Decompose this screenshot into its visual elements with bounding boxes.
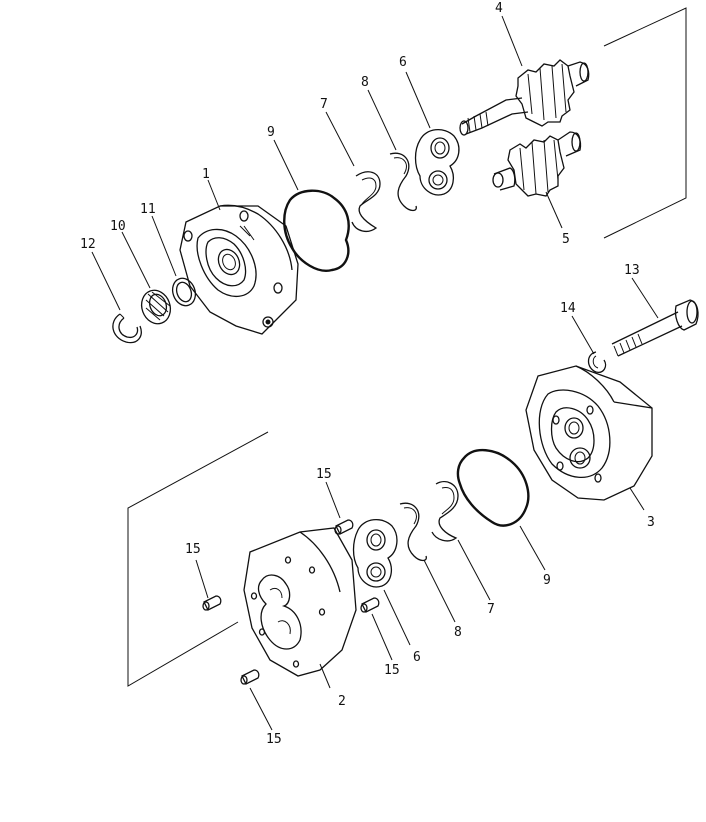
- callout-11: 11: [140, 202, 156, 217]
- callout-9-lower: 9: [543, 573, 551, 588]
- backup-ring-7-upper: [351, 171, 381, 233]
- callout-4: 4: [495, 1, 503, 16]
- callout-15-c: 15: [384, 663, 400, 678]
- callout-15-b: 15: [185, 542, 201, 557]
- leader-lines: [91, 15, 659, 731]
- backup-ring-7-lower: [431, 481, 459, 542]
- callout-5: 5: [562, 232, 570, 247]
- drive-gear-4: [459, 59, 590, 136]
- callout-12: 12: [80, 237, 96, 252]
- upper-bracket: [603, 7, 687, 239]
- callout-15-a: 15: [316, 467, 332, 482]
- ring-11: [171, 277, 197, 307]
- gear-housing-2: [243, 527, 357, 677]
- callout-7-lower: 7: [487, 602, 495, 617]
- dowel-pin-15-b: [202, 595, 222, 611]
- callout-9-upper: 9: [267, 125, 275, 140]
- front-cover-1: [179, 204, 299, 335]
- washer-14: [587, 351, 607, 373]
- dowel-pin-15-a: [334, 519, 354, 535]
- driven-gear-5: [492, 131, 582, 197]
- callout-3: 3: [647, 515, 655, 530]
- callout-8-lower: 8: [454, 625, 462, 640]
- lower-bracket: [127, 431, 269, 687]
- callout-7-upper: 7: [320, 97, 328, 112]
- callout-14: 14: [560, 301, 576, 316]
- seal-ring-8-upper: [389, 152, 417, 212]
- snap-ring-12: [112, 313, 142, 344]
- gasket-9-lower: [456, 449, 530, 527]
- dowel-pin-15-d: [240, 669, 260, 685]
- seal-ring-8-lower: [399, 502, 427, 562]
- bushing-6-lower: [352, 519, 398, 588]
- callout-1: 1: [202, 167, 210, 182]
- callout-13: 13: [624, 263, 640, 278]
- dowel-pin-15-c: [360, 597, 380, 613]
- rear-cover-3: [525, 365, 653, 501]
- callout-labels: 1 2 3 4 5 6 6 7 7 8 8 9 9 10 11 12 13 14…: [80, 1, 655, 747]
- callout-10: 10: [110, 219, 126, 234]
- callout-6-upper: 6: [399, 55, 407, 70]
- gasket-9-upper: [283, 189, 350, 272]
- callout-2: 2: [338, 694, 346, 709]
- callout-6-lower: 6: [413, 650, 421, 665]
- oil-seal-10: [140, 289, 172, 325]
- callout-8-upper: 8: [361, 75, 369, 90]
- bolt-13: [611, 299, 699, 357]
- callout-15-d: 15: [266, 732, 282, 747]
- bushing-6-upper: [414, 129, 460, 196]
